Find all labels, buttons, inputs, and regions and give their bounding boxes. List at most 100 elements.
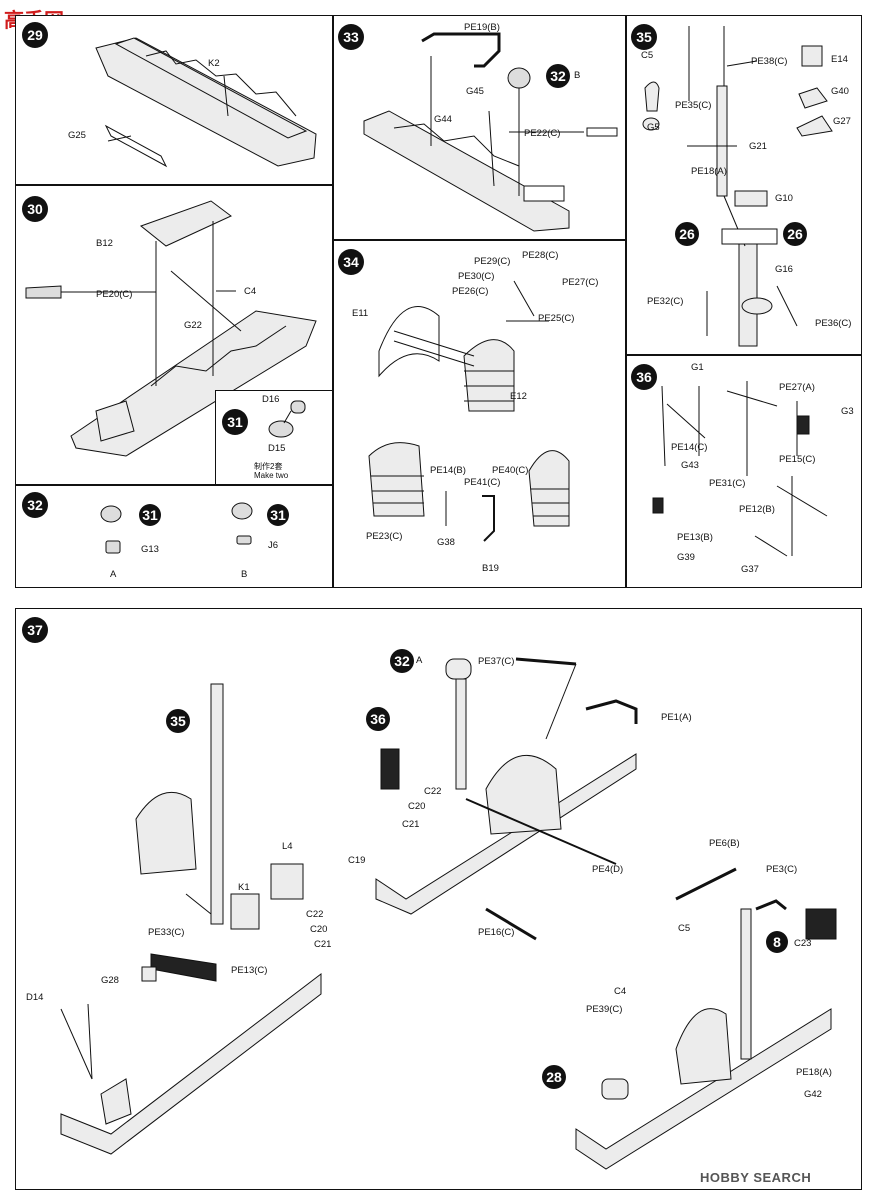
part-pe31: PE31(C): [709, 478, 746, 489]
part-pe39: PE39(C): [586, 1004, 623, 1015]
part-pe28: PE28(C): [522, 250, 559, 261]
part-pe18a: PE18(A): [796, 1067, 832, 1078]
part-pe37: PE37(C): [478, 656, 515, 667]
step-31-number: 31: [222, 409, 248, 435]
part-pe26: PE26(C): [452, 286, 489, 297]
part-g25: G25: [68, 130, 86, 141]
part-c21-left: C21: [314, 939, 332, 950]
part-pe32: PE32(C): [647, 296, 684, 307]
part-g27: G27: [833, 116, 851, 127]
part-j6: J6: [268, 540, 279, 551]
step-33-panel: 33 PE19(B) 32 B G45 G44 PE22(C): [333, 15, 626, 240]
part-pe13: PE13(B): [677, 532, 713, 543]
step-33-drawing: [334, 16, 626, 240]
make-two-note-en: Make two: [254, 471, 289, 480]
part-pe13c: PE13(C): [231, 965, 268, 976]
part-pe33: PE33(C): [148, 927, 185, 938]
ref-step-32: 32: [546, 64, 570, 88]
part-b19: B19: [482, 563, 499, 574]
part-pe18: PE18(A): [691, 166, 727, 177]
part-c5: C5: [641, 50, 654, 61]
step-30-drawing: [16, 186, 333, 485]
part-pe16: PE16(C): [478, 927, 515, 938]
part-pe41: PE41(C): [464, 477, 501, 488]
part-pe19: PE19(B): [464, 22, 500, 33]
part-pe36: PE36(C): [815, 318, 852, 329]
step-30-number: 30: [22, 196, 48, 222]
part-pe25: PE25(C): [538, 313, 575, 324]
ref-step-8: 8: [766, 931, 788, 953]
part-pe27a: PE27(A): [779, 382, 815, 393]
part-g45: G45: [466, 86, 484, 97]
part-c19: C19: [348, 855, 366, 866]
part-pe20: PE20(C): [96, 289, 133, 300]
step-35-panel: 35 C5 PE35(C) G5 PE38(C) E14 G40 G27 G21…: [626, 15, 862, 355]
ref-step-36: 36: [366, 707, 390, 731]
part-e14: E14: [831, 54, 848, 65]
step-37-number: 37: [22, 617, 48, 643]
part-c4: C4: [244, 286, 257, 297]
part-pe15: PE15(C): [779, 454, 816, 465]
part-g16: G16: [775, 264, 793, 275]
step-35-number: 35: [631, 24, 657, 50]
step-34-number: 34: [338, 249, 364, 275]
part-pe38: PE38(C): [751, 56, 788, 67]
step-37-drawing: [16, 609, 862, 1190]
part-g1: G1: [691, 362, 704, 373]
step-34-drawing: [334, 241, 626, 588]
step-34-panel: 34 PE28(C) PE29(C) PE30(C) PE27(C) PE26(…: [333, 240, 626, 588]
part-pe1: PE1(A): [661, 712, 692, 723]
part-g13: G13: [141, 544, 159, 555]
ref-step-26-left: 26: [675, 222, 699, 246]
part-pe14c: PE14(C): [671, 442, 708, 453]
part-g28: G28: [101, 975, 119, 986]
variant-a-label: A: [110, 569, 117, 580]
part-c20-left: C20: [310, 924, 328, 935]
part-g3: G3: [841, 406, 854, 417]
part-pe27: PE27(C): [562, 277, 599, 288]
ref-step-32: 32: [390, 649, 414, 673]
part-d16: D16: [262, 394, 280, 405]
part-pe12: PE12(B): [739, 504, 775, 515]
part-g5: G5: [647, 122, 660, 133]
part-l4: L4: [282, 841, 293, 852]
step-36-drawing: [627, 356, 862, 588]
part-g38: G38: [437, 537, 455, 548]
part-pe23: PE23(C): [366, 531, 403, 542]
make-two-note-cn: 制作2套: [254, 462, 283, 471]
part-e12: E12: [510, 391, 527, 402]
part-pe3: PE3(C): [766, 864, 798, 875]
step-37-panel: 37 35 36 32 A 8 28 PE37(C) PE1(A) C22 C2…: [15, 608, 862, 1190]
step-33-number: 33: [338, 24, 364, 50]
part-c22-top: C22: [424, 786, 442, 797]
part-g43: G43: [681, 460, 699, 471]
part-d15: D15: [268, 443, 286, 454]
part-g44: G44: [434, 114, 452, 125]
ref-step-32-variant: A: [416, 655, 423, 666]
step-36-number: 36: [631, 364, 657, 390]
part-g22: G22: [184, 320, 202, 331]
part-k2: K2: [208, 58, 220, 69]
step-29-drawing: [16, 16, 333, 185]
step-32-number: 32: [22, 492, 48, 518]
step-31-panel: 31 D16 D15 制作2套 Make two: [215, 390, 333, 485]
part-pe6: PE6(B): [709, 838, 740, 849]
step-32-panel: 32 31 31 G13 J6 A B: [15, 485, 333, 588]
step-36-panel: 36 G1 PE27(A) G3 PE14(C) G43 PE31(C) PE1…: [626, 355, 862, 588]
part-d14: D14: [26, 992, 44, 1003]
part-c23: C23: [794, 938, 812, 949]
watermark-hobby-search: HOBBY SEARCH: [700, 1170, 812, 1185]
part-g37: G37: [741, 564, 759, 575]
part-g21: G21: [749, 141, 767, 152]
step-31-drawing: [216, 391, 333, 485]
ref-step-32-variant: B: [574, 70, 581, 81]
ref-step-31-b: 31: [267, 504, 289, 526]
part-b12: B12: [96, 238, 113, 249]
step-29-number: 29: [22, 22, 48, 48]
part-pe22: PE22(C): [524, 128, 561, 139]
part-pe35: PE35(C): [675, 100, 712, 111]
part-e11: E11: [352, 308, 369, 319]
part-g40: G40: [831, 86, 849, 97]
part-pe4: PE4(D): [592, 864, 624, 875]
part-c20-top: C20: [408, 801, 426, 812]
